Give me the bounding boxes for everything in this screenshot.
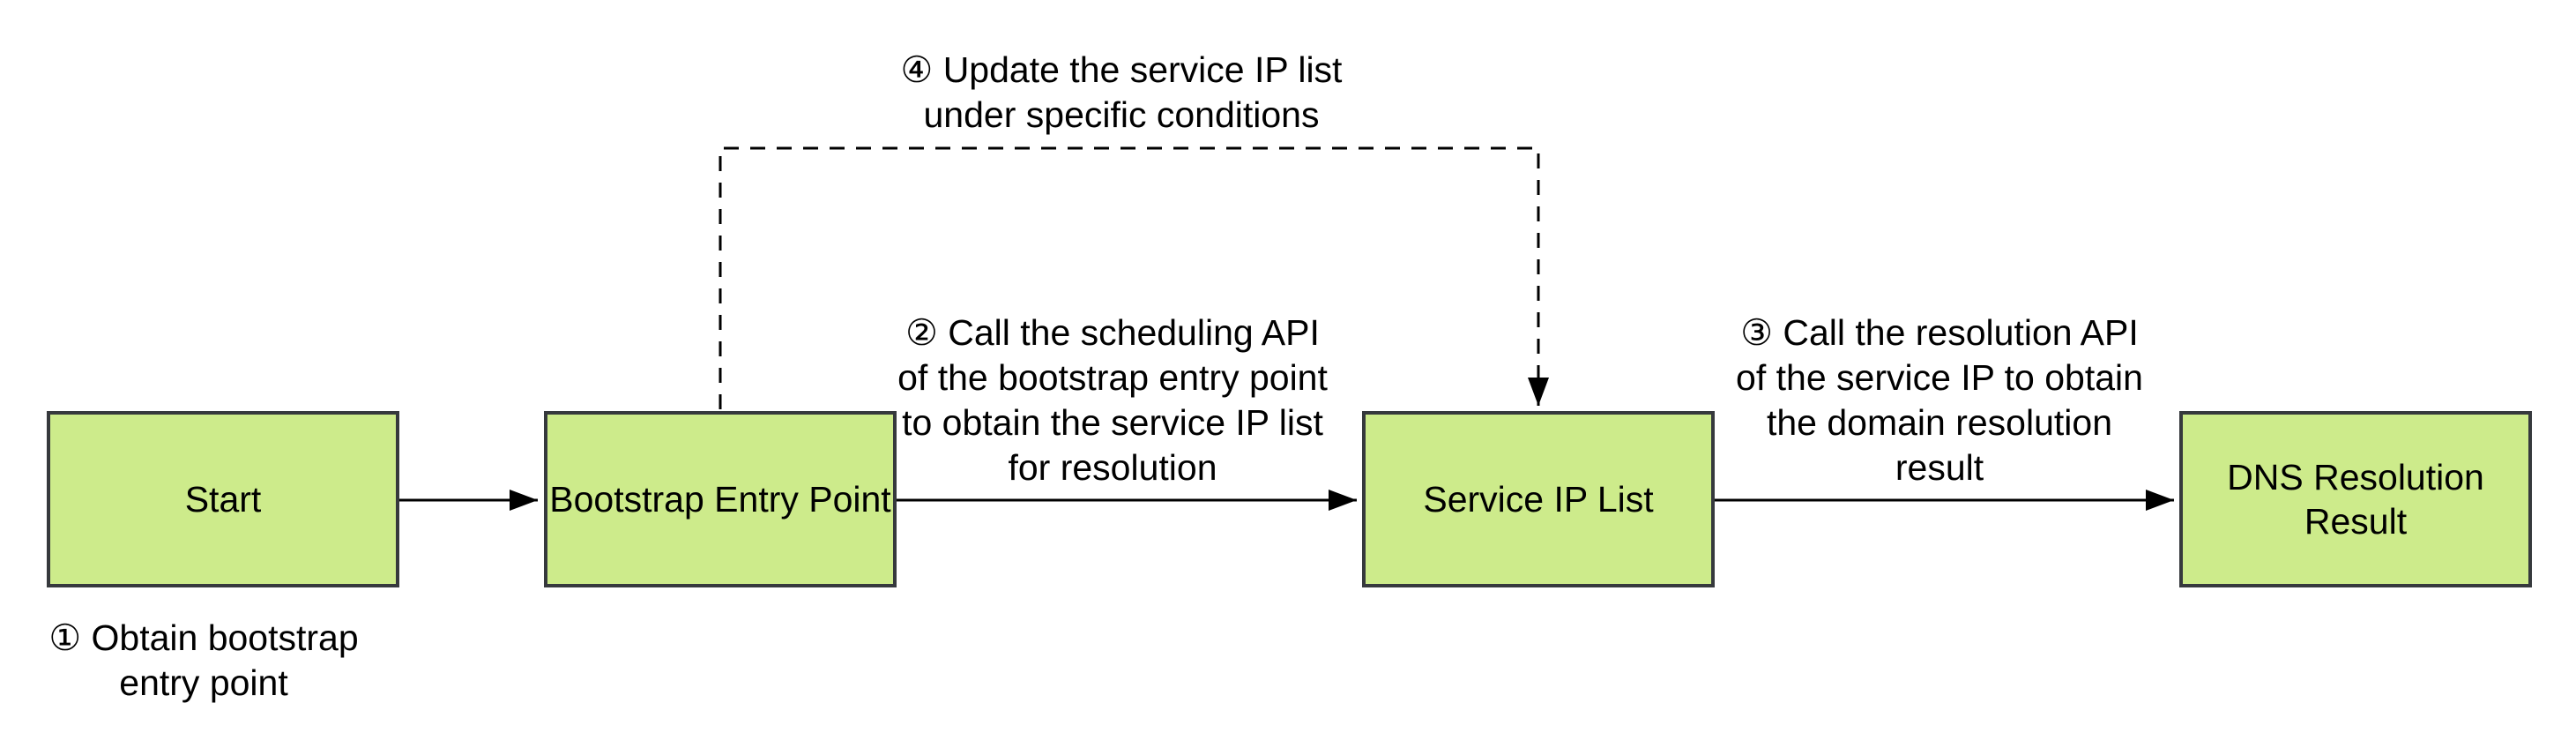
annotation-step-4-line-1: ④ Update the service IP list — [900, 49, 1343, 90]
annotation-step-1: ① Obtain bootstrap entry point — [48, 616, 358, 706]
node-bootstrap-entry-point-label: Bootstrap Entry Point — [549, 479, 891, 520]
annotation-step-3-line-4: result — [1895, 447, 1984, 488]
annotation-step-3-line-2: of the service IP to obtain — [1736, 357, 2143, 398]
node-start-label: Start — [184, 479, 262, 520]
node-service-ip-list: Service IP List — [1362, 411, 1715, 587]
annotation-step-2-line-1: ② Call the scheduling API — [905, 312, 1320, 353]
node-service-ip-list-label: Service IP List — [1423, 479, 1654, 520]
annotation-step-1-line-1: ① Obtain bootstrap — [48, 617, 359, 658]
annotation-step-4: ④ Update the service IP list under speci… — [901, 48, 1343, 138]
node-dns-resolution-result-label: DNS Resolution Result — [2227, 457, 2484, 542]
annotation-step-3-line-1: ③ Call the resolution API — [1740, 312, 2139, 353]
annotation-step-2-line-3: to obtain the service IP list — [902, 402, 1323, 443]
annotation-step-3-line-3: the domain resolution — [1766, 402, 2113, 443]
annotation-step-4-line-2: under specific conditions — [923, 94, 1320, 135]
node-start: Start — [47, 411, 399, 587]
annotation-step-1-line-2: entry point — [119, 662, 288, 703]
annotation-step-3: ③ Call the resolution API of the service… — [1736, 310, 2143, 490]
annotation-step-2-line-4: for resolution — [1008, 447, 1217, 488]
node-bootstrap-entry-point: Bootstrap Entry Point — [544, 411, 897, 587]
node-dns-resolution-result: DNS Resolution Result — [2179, 411, 2532, 587]
annotation-step-2: ② Call the scheduling API of the bootstr… — [897, 310, 1328, 490]
annotation-step-2-line-2: of the bootstrap entry point — [897, 357, 1328, 398]
